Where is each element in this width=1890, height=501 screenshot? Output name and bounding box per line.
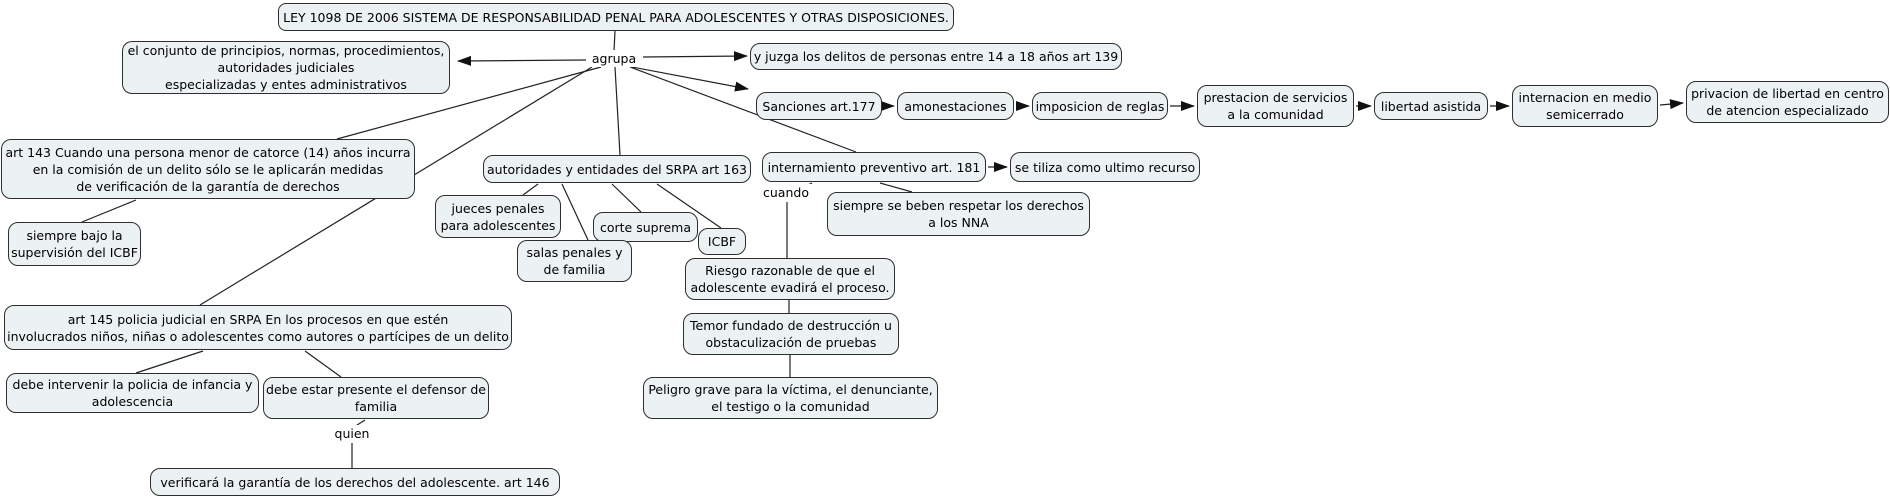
- link-agrupa-art143: [336, 66, 602, 140]
- node-riesgo-evasion[interactable]: Riesgo razonable de que el adolescente e…: [685, 258, 895, 300]
- node-internamiento-preventivo-art181[interactable]: internamiento preventivo art. 181: [762, 152, 986, 182]
- node-amonestaciones[interactable]: amonestaciones: [897, 92, 1014, 120]
- link-autoridades-corte: [611, 183, 642, 213]
- node-policia-infancia[interactable]: debe intervenir la policia de infancia y…: [6, 373, 259, 413]
- link-art145-debe-policia: [135, 350, 204, 374]
- node-libertad-asistida[interactable]: libertad asistida: [1374, 92, 1488, 120]
- node-respetar-derechos-nna[interactable]: siempre se beben respetar los derechos a…: [827, 192, 1090, 236]
- node-ultimo-recurso[interactable]: se tiliza como ultimo recurso: [1010, 152, 1200, 182]
- node-prestacion-servicios[interactable]: prestacion de servicios a la comunidad: [1197, 85, 1354, 127]
- node-jueces-penales[interactable]: jueces penales para adolescentes: [435, 195, 561, 238]
- node-juzga-delitos[interactable]: y juzga los delitos de personas entre 14…: [750, 43, 1122, 70]
- link-label-agrupa[interactable]: agrupa: [586, 50, 642, 67]
- node-art145-policia-judicial[interactable]: art 145 policia judicial en SRPA En los …: [4, 305, 512, 350]
- node-verificara-art146[interactable]: verificará la garantía de los derechos d…: [150, 468, 560, 496]
- link-internamiento-siempre-nna: [879, 182, 913, 193]
- link-autoridades-icbf: [656, 183, 722, 229]
- node-internacion-semicerrado[interactable]: internacion en medio semicerrado: [1512, 85, 1658, 127]
- node-temor-destruccion-pruebas[interactable]: Temor fundado de destrucción u obstaculi…: [683, 313, 899, 355]
- node-title-ley-1098[interactable]: LEY 1098 DE 2006 SISTEMA DE RESPONSABILI…: [278, 3, 954, 31]
- node-peligro-victima[interactable]: Peligro grave para la víctima, el denunc…: [643, 377, 938, 419]
- link-title-agrupa: [613, 30, 616, 52]
- link-autoridades-jueces: [522, 183, 539, 196]
- node-privacion-libertad[interactable]: privacion de libertad en centro de atenc…: [1686, 81, 1889, 123]
- link-autoridades-salas: [561, 183, 589, 241]
- link-agrupa-juzga: [642, 51, 748, 62]
- node-sanciones-art177[interactable]: Sanciones art.177: [756, 92, 882, 120]
- node-imposicion-reglas[interactable]: imposicion de reglas: [1032, 92, 1168, 120]
- link-label-quien[interactable]: quien: [330, 425, 374, 442]
- node-art143-menor-catorce[interactable]: art 143 Cuando una persona menor de cato…: [1, 139, 415, 199]
- node-icbf[interactable]: ICBF: [698, 228, 746, 255]
- link-agrupa-sanciones: [631, 66, 749, 92]
- link-art145-debe-defensor: [304, 350, 342, 378]
- link-agrupa-conjunto: [457, 55, 587, 66]
- node-corte-suprema[interactable]: corte suprema: [593, 212, 698, 242]
- node-supervision-icbf[interactable]: siempre bajo la supervisión del ICBF: [8, 222, 141, 266]
- node-autoridades-srpa-art163[interactable]: autoridades y entidades del SRPA art 163: [483, 155, 751, 183]
- link-internacion-privacion: [1659, 99, 1684, 110]
- node-conjunto-principios[interactable]: el conjunto de principios, normas, proce…: [122, 41, 450, 94]
- link-agrupa-autoridades: [614, 66, 621, 156]
- node-salas-penales-familia[interactable]: salas penales y de familia: [517, 240, 632, 282]
- link-agrupa-internamiento: [629, 66, 857, 153]
- link-art143-siempre-icbf: [81, 199, 137, 223]
- link-label-cuando[interactable]: cuando: [761, 184, 811, 201]
- node-defensor-familia[interactable]: debe estar presente el defensor de famil…: [263, 377, 489, 419]
